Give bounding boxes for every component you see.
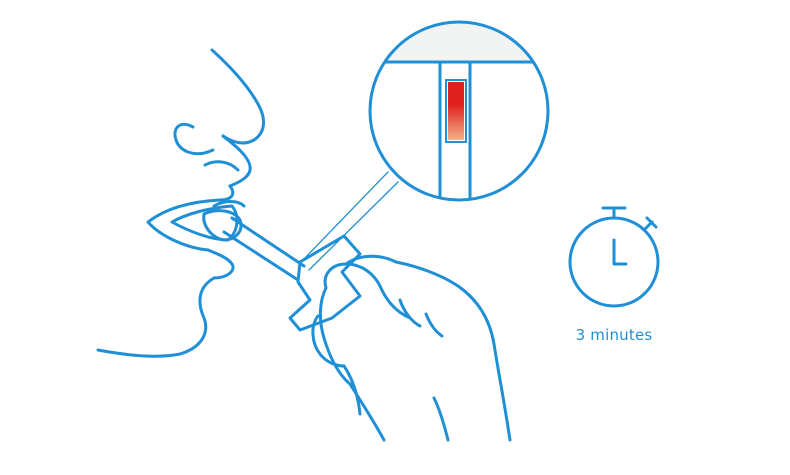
magnifier-icon — [368, 20, 550, 202]
knuckle-lines — [398, 298, 450, 442]
result-band — [448, 82, 464, 140]
chin-and-jaw — [96, 276, 216, 358]
swab-stick — [222, 216, 306, 282]
upper-lip — [203, 134, 252, 188]
timer-caption: 3 minutes — [575, 326, 653, 344]
face-profile — [96, 48, 265, 358]
swab-pad — [202, 209, 243, 242]
thumb-crease — [378, 284, 412, 320]
test-swab — [202, 209, 362, 332]
magnifier-lens — [368, 20, 550, 202]
stopwatch-hands — [612, 238, 628, 266]
lower-finger — [342, 364, 362, 416]
cassette-top-panel — [370, 22, 548, 62]
stopwatch-icon — [568, 206, 660, 308]
connector-line-top — [300, 171, 389, 263]
face-outline — [173, 48, 265, 156]
lower-lip — [206, 248, 235, 280]
finger-left — [311, 314, 346, 368]
magnifier-connectors — [300, 171, 399, 271]
open-mouth — [146, 184, 246, 252]
stopwatch-side-button-cap — [645, 216, 658, 229]
hand-outline — [318, 254, 512, 442]
connector-line-bottom — [308, 181, 399, 271]
tongue — [170, 204, 239, 242]
hand — [311, 254, 512, 442]
test-cassette — [288, 234, 362, 332]
